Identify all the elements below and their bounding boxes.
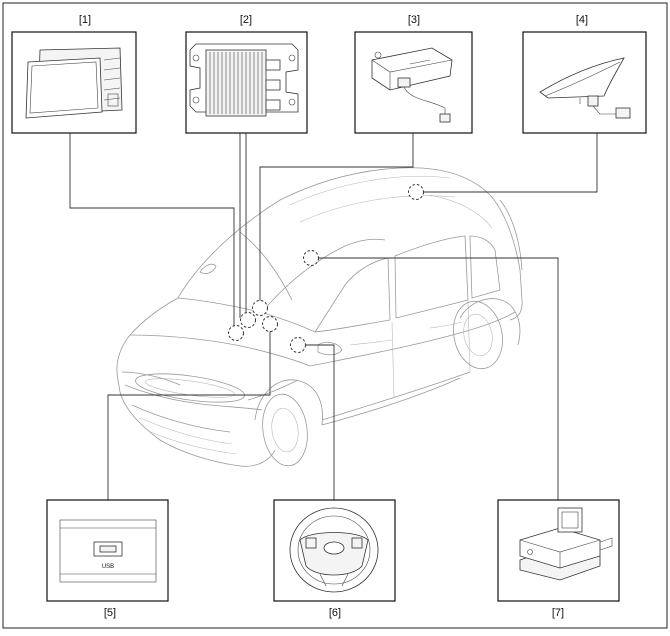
location-marker-4 bbox=[408, 184, 424, 200]
location-marker-5 bbox=[262, 316, 278, 332]
component-2: [2] bbox=[185, 14, 308, 134]
usb-port-icon: USB bbox=[59, 519, 157, 583]
leader-line-4 bbox=[424, 133, 598, 193]
connector-module-icon bbox=[519, 507, 613, 581]
amplifier-icon bbox=[189, 43, 299, 117]
component-5: [5] USB bbox=[46, 499, 169, 619]
component-label-2: [2] bbox=[240, 14, 252, 26]
shark-fin-antenna-icon bbox=[539, 57, 631, 119]
location-marker-6 bbox=[290, 337, 306, 353]
component-label-5: [5] bbox=[104, 607, 116, 619]
leader-lines bbox=[69, 133, 598, 500]
leader-line-3 bbox=[259, 133, 414, 302]
leader-line-1 bbox=[69, 133, 235, 333]
component-4: [4] bbox=[522, 14, 647, 134]
component-7: [7] bbox=[497, 499, 620, 619]
leader-line-7 bbox=[318, 257, 559, 500]
location-marker-3 bbox=[252, 300, 268, 316]
component-1: [1] bbox=[11, 14, 137, 134]
leader-line-5 bbox=[107, 330, 271, 500]
component-label-3: [3] bbox=[408, 14, 420, 26]
outer-frame bbox=[2, 2, 668, 629]
component-label-1: [1] bbox=[79, 14, 91, 26]
head-unit-display-icon bbox=[25, 47, 123, 119]
usb-text: USB bbox=[102, 564, 114, 570]
antenna-module-icon bbox=[371, 47, 453, 123]
component-label-6: [6] bbox=[329, 607, 341, 619]
location-marker-7 bbox=[303, 250, 319, 266]
steering-wheel-icon bbox=[289, 507, 379, 593]
leader-line-6 bbox=[305, 344, 335, 500]
vehicle-outline bbox=[116, 167, 523, 467]
component-label-7: [7] bbox=[552, 607, 564, 619]
location-marker-2 bbox=[240, 312, 256, 328]
location-marker-1 bbox=[228, 325, 244, 341]
component-3: [3] bbox=[354, 14, 473, 134]
component-label-4: [4] bbox=[576, 14, 588, 26]
component-6: [6] bbox=[273, 499, 396, 619]
location-markers bbox=[228, 184, 424, 353]
